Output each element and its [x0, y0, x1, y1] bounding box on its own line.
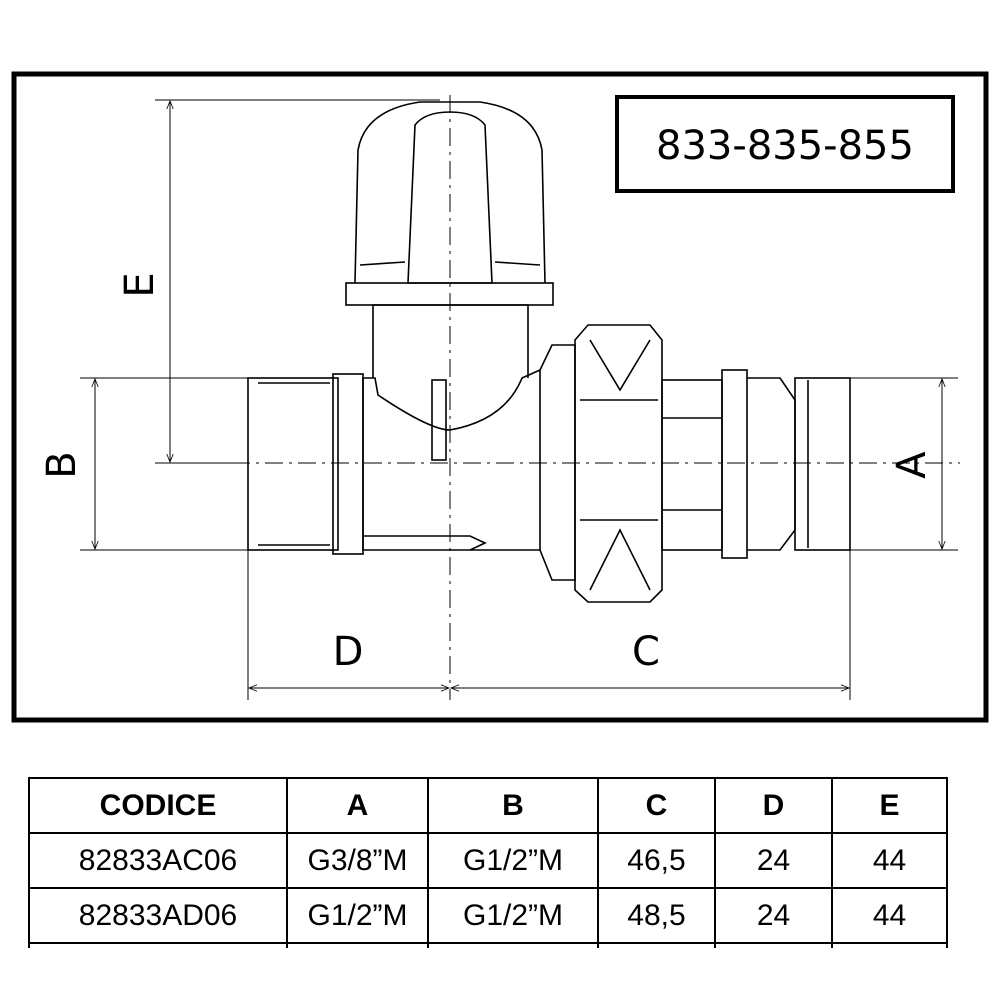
cell-e: 44 — [831, 887, 948, 944]
header-c: C — [597, 777, 716, 834]
cell-c: 46,5 — [597, 832, 716, 889]
cell-d: 24 — [714, 832, 833, 889]
dim-label-a: A — [889, 451, 935, 479]
header-b: B — [427, 777, 599, 834]
dimension-lines — [80, 99, 958, 700]
dim-label-c: C — [632, 629, 660, 675]
header-a: A — [286, 777, 429, 834]
cell-d: 24 — [714, 887, 833, 944]
valve-body — [232, 95, 960, 700]
dim-label-b: B — [39, 451, 85, 478]
cell-empty — [427, 942, 599, 948]
cell-a: G3/8”M — [286, 832, 429, 889]
drawing-frame — [11, 71, 989, 723]
title-box — [615, 95, 955, 193]
cell-empty — [286, 942, 429, 948]
header-codice: CODICE — [28, 777, 288, 834]
cell-codice: 82833AC06 — [28, 832, 288, 889]
cell-empty — [831, 942, 948, 948]
table-row: 82833AC06 G3/8”M G1/2”M 46,5 24 44 — [28, 832, 948, 889]
cell-empty — [597, 942, 716, 948]
drawing-title: 833-835-855 — [656, 123, 914, 169]
cell-b: G1/2”M — [427, 887, 599, 944]
table-row: 82833AD06 G1/2”M G1/2”M 48,5 24 44 — [28, 887, 948, 944]
cell-codice: 82833AD06 — [28, 887, 288, 944]
cell-empty — [28, 942, 288, 948]
dimensions-table: CODICE A B C D E 82833AC06 G3/8”M G1/2”M… — [28, 777, 948, 948]
cell-c: 48,5 — [597, 887, 716, 944]
header-e: E — [831, 777, 948, 834]
cell-a: G1/2”M — [286, 887, 429, 944]
cell-b: G1/2”M — [427, 832, 599, 889]
dim-label-d: D — [333, 629, 364, 675]
cell-empty — [714, 942, 833, 948]
dim-label-e: E — [117, 272, 163, 297]
cell-e: 44 — [831, 832, 948, 889]
header-d: D — [714, 777, 833, 834]
table-header-row: CODICE A B C D E — [28, 777, 948, 834]
table-row-cut — [28, 942, 948, 948]
